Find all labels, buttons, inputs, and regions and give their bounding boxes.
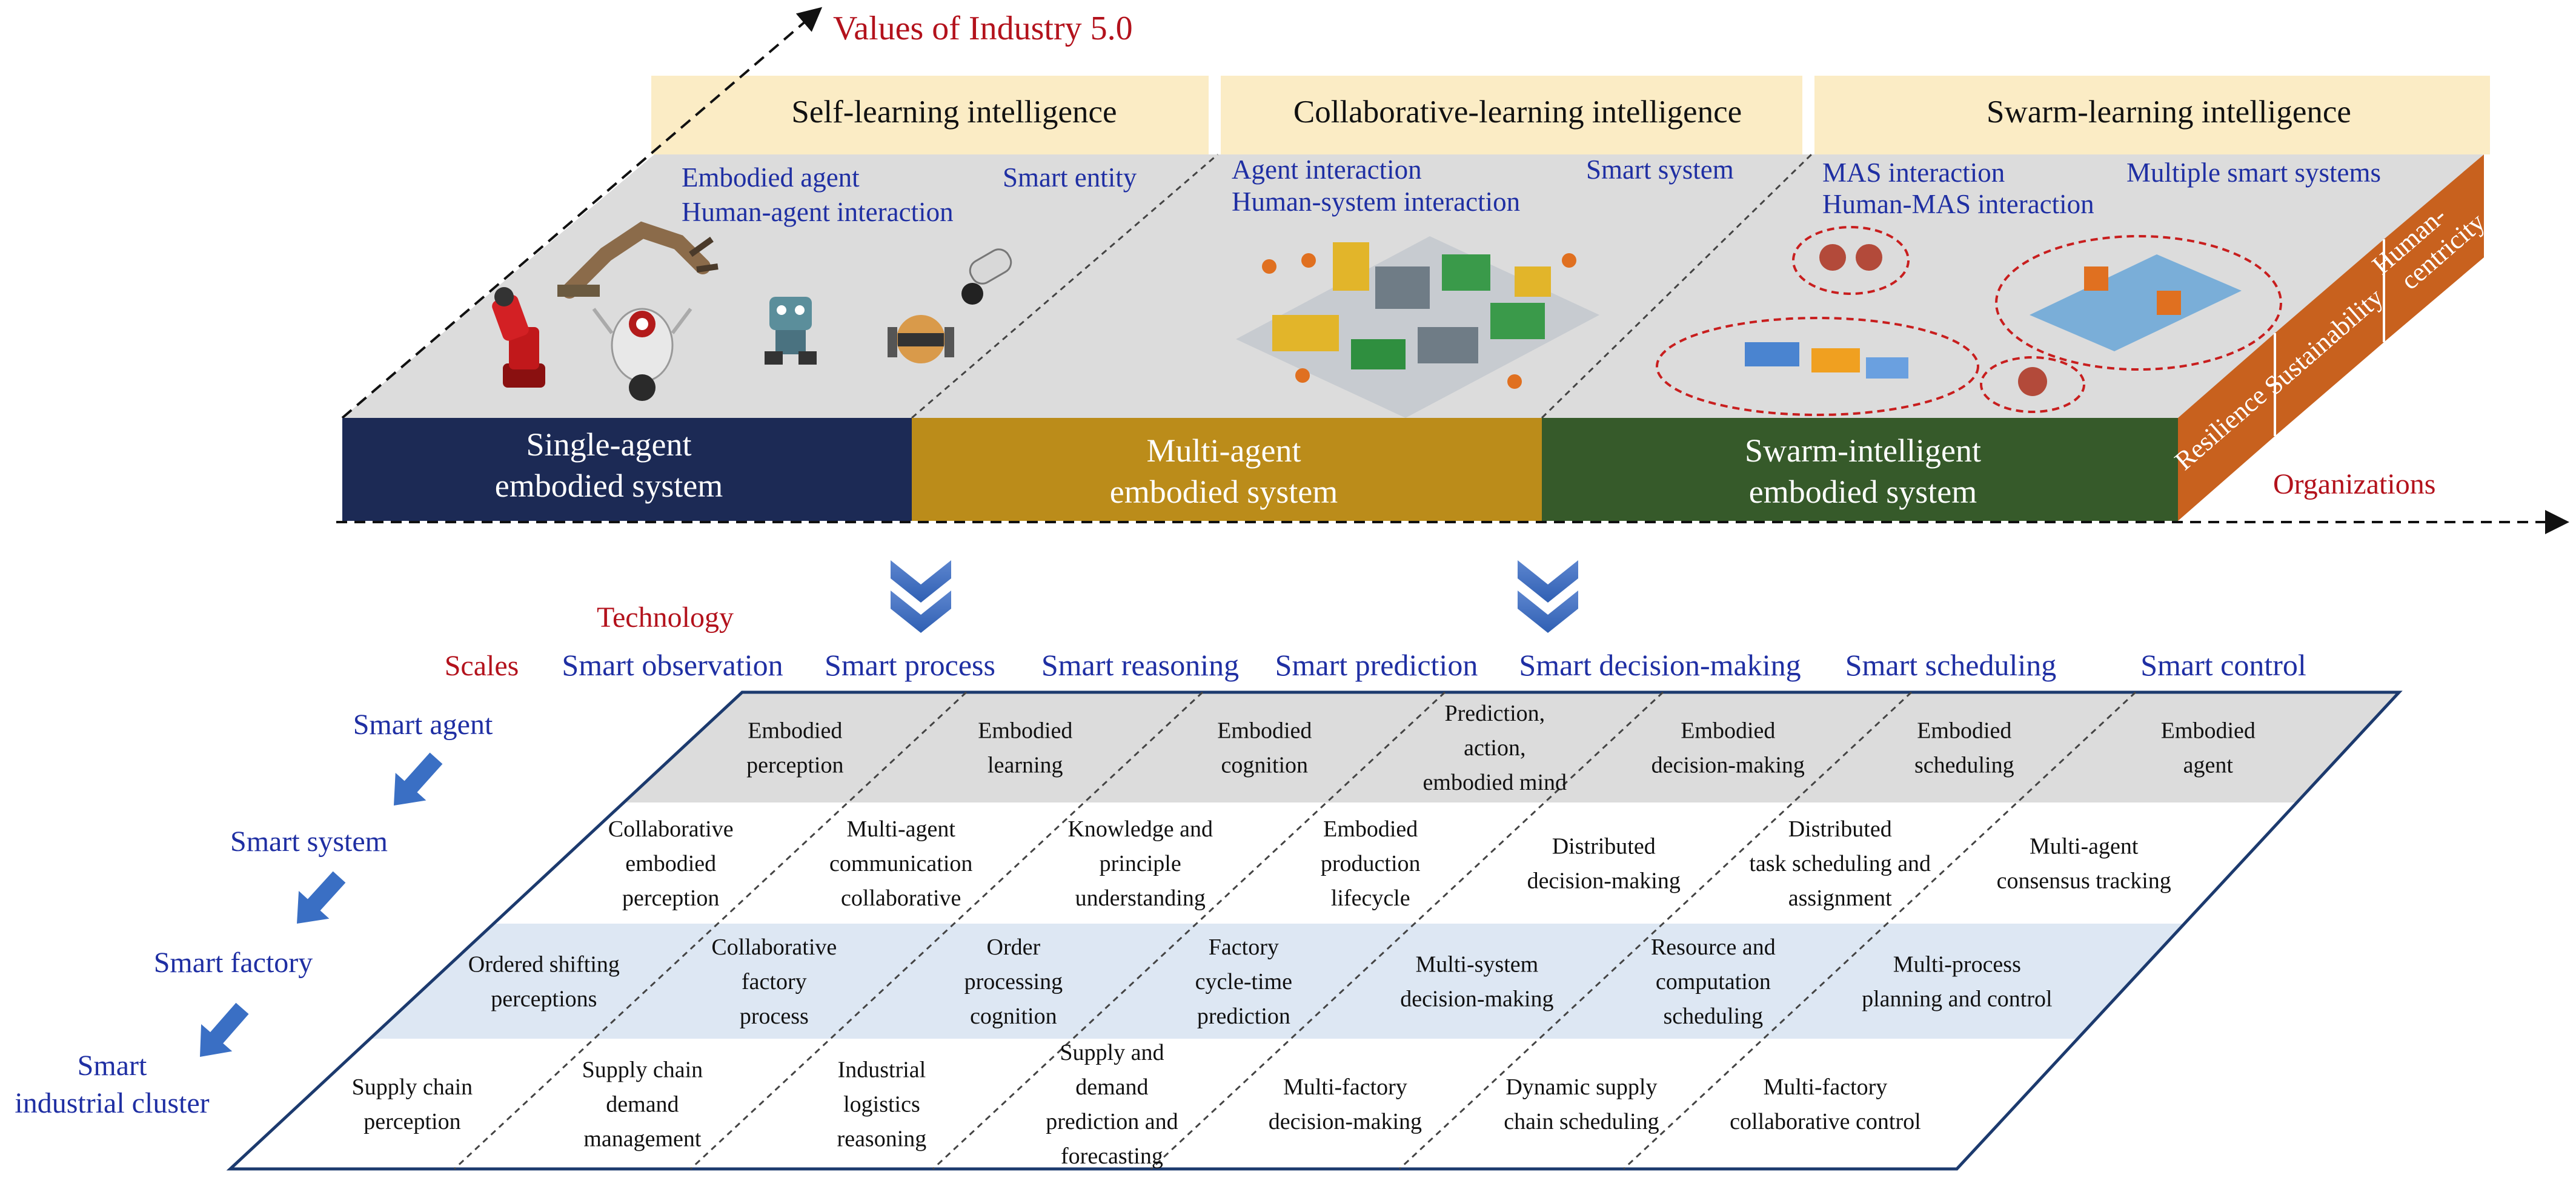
technology-label: Smart observation [562,648,783,682]
grid-row-band [370,924,2185,1039]
system-band-swarm [1542,418,2178,521]
stage-label-human-system: Human-system interaction [1232,187,1520,217]
technology-label: Technology [597,601,734,634]
stage-label-human-agent: Human-agent interaction [682,197,954,227]
entity-label-smart-entity: Smart entity [1003,162,1137,193]
system-swarm-line1: Swarm-intelligent [1745,432,1981,469]
entity-label-smart-system: Smart system [1586,154,1734,185]
chevron-down-icon [891,560,951,633]
grid-column-divider [1622,691,2137,1170]
grid-border [226,690,2403,1171]
technology-label: Smart scheduling [1845,648,2057,682]
swarm-illustration [1656,226,2282,416]
stage-label-mas-interaction: MAS interaction [1822,157,2005,188]
grid-row-band [623,692,2400,802]
values-title: Values of Industry 5.0 [833,10,1133,47]
technology-label: Smart decision-making [1519,648,1801,682]
system-swarm-line2: embodied system [1749,474,1977,510]
technology-label: Smart control [2140,648,2306,682]
header-self-learning: Self-learning intelligence [791,94,1117,130]
scale-label: Smart factory [154,947,313,979]
technology-label: Smart process [825,648,995,682]
scale-arrow-icon [394,752,443,806]
value-band-human-centricity [2384,154,2484,342]
grid-column-divider [689,691,1204,1170]
system-multi-line2: embodied system [1110,474,1338,510]
technology-label: Smart reasoning [1041,648,1239,682]
factory-floor-illustration [1236,236,1599,418]
stage-label-human-mas: Human-MAS interaction [1822,189,2094,219]
white-robot-illustration [592,308,692,401]
technology-label: Smart prediction [1275,648,1478,682]
header-cell-collab [1221,76,1802,154]
grid-row-band [493,802,2297,924]
grid-column-divider [453,691,968,1170]
scale-arrow-icon [297,871,346,924]
grid-row-band [230,1039,2078,1169]
system-band-multi [912,418,1542,521]
scales-label: Scales [445,650,519,682]
scale-arrow-icon [200,1002,249,1057]
organizations-label: Organizations [2273,468,2435,500]
stage-divider-2 [1541,153,1813,419]
grid-column-divider [1398,691,1913,1170]
header-cell-self [651,76,1209,154]
cylinder-device-illustration [961,248,1012,305]
header-cell-swarm [1814,76,2490,154]
mechanical-arm-illustration [557,221,719,299]
grid-column-divider [1150,691,1664,1170]
grid-cell: Prediction,action,embodied mind [1423,701,1567,795]
chevron-down-icon [1518,560,1578,633]
system-band-single [342,418,912,521]
system-single-line2: embodied system [495,468,723,504]
header-swarm-learning: Swarm-learning intelligence [1987,94,2351,130]
ball-robot-illustration [888,315,954,363]
stage-divider-1 [911,153,1218,419]
blue-robot-illustration [765,297,817,365]
stage-label-embodied-agent: Embodied agent [682,162,860,193]
entity-label-multiple-systems: Multiple smart systems [2126,157,2381,188]
system-multi-line1: Multi-agent [1147,432,1301,469]
grid-column-divider [932,691,1446,1170]
robot-arm-illustration [492,287,545,388]
value-band-sustainability [2275,239,2384,436]
scale-label: Smart agent [353,709,493,741]
header-collaborative-learning: Collaborative-learning intelligence [1293,94,1742,130]
values-axis-arrow [341,7,823,419]
stage-label-agent-interaction: Agent interaction [1232,154,1422,185]
value-band-resilience [2178,333,2275,521]
system-single-line1: Single-agent [526,426,692,463]
scale-label: Smart system [230,826,388,858]
